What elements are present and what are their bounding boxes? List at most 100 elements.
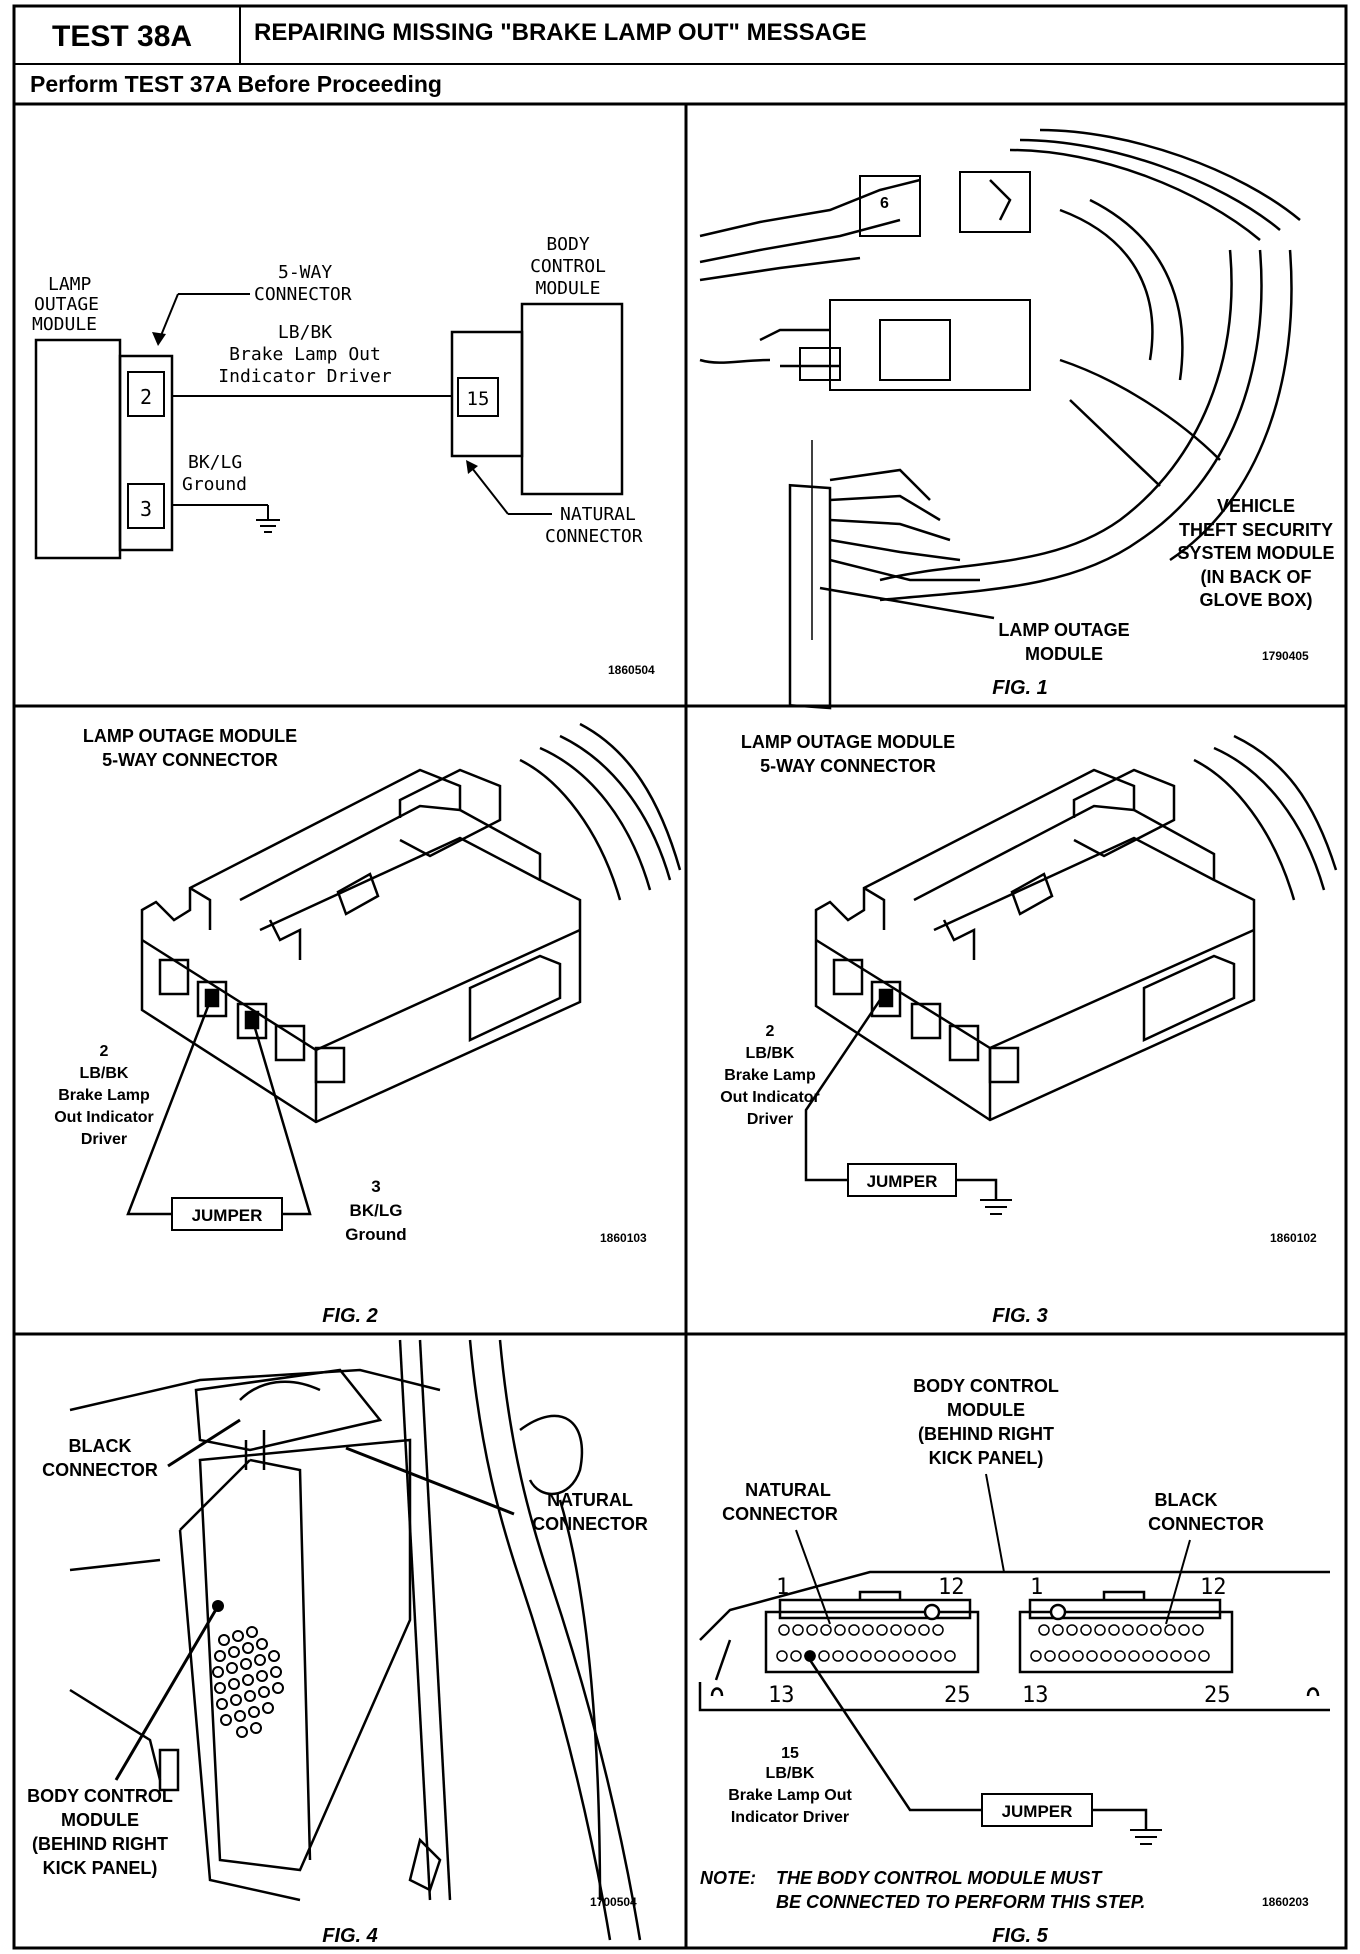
bcm-schematic-label: BODY CONTROL MODULE: [530, 234, 606, 299]
svg-text:LAMP OUTAGE MODULE: LAMP OUTAGE MODULE: [83, 726, 297, 746]
fig2-jumper-label: JUMPER: [192, 1206, 263, 1225]
fig2-title: LAMP OUTAGE MODULE 5-WAY CONNECTOR: [83, 726, 297, 770]
svg-text:13: 13: [1022, 1683, 1049, 1708]
svg-text:5-WAY CONNECTOR: 5-WAY CONNECTOR: [102, 750, 278, 770]
fig4-caption: FIG. 4: [322, 1925, 378, 1947]
fig4-bcm-label: BODY CONTROL MODULE (BEHIND RIGHT KICK P…: [27, 1786, 173, 1878]
svg-text:2: 2: [100, 1043, 109, 1060]
svg-text:Driver: Driver: [747, 1111, 793, 1128]
svg-text:25: 25: [944, 1683, 971, 1708]
fig2-ref: 1860103: [600, 1231, 647, 1245]
svg-text:BODY CONTROL: BODY CONTROL: [27, 1786, 173, 1806]
svg-text:THEFT SECURITY: THEFT SECURITY: [1179, 520, 1333, 540]
svg-text:Brake Lamp: Brake Lamp: [58, 1087, 150, 1104]
svg-text:5-WAY CONNECTOR: 5-WAY CONNECTOR: [760, 756, 936, 776]
svg-text:MODULE: MODULE: [535, 278, 600, 299]
svg-text:CONTROL: CONTROL: [530, 256, 606, 277]
fig2-connector-illustration: [140, 722, 682, 1124]
fig1-caption: FIG. 1: [992, 677, 1048, 699]
fig2-jumper-wires: [126, 995, 312, 1216]
fig5-natural-connector-face: [764, 1590, 980, 1674]
fig2-pin3-label: 3 BK/LG Ground: [345, 1177, 406, 1244]
svg-text:NATURAL: NATURAL: [745, 1480, 831, 1500]
fig5-pin15-label: 15 LB/BK Brake Lamp Out Indicator Driver: [728, 1745, 852, 1826]
fig3-connector-illustration: [814, 734, 1338, 1122]
fig5-natural-pins: [776, 1624, 956, 1662]
fig5-panel: BODY CONTROL MODULE (BEHIND RIGHT KICK P…: [698, 1376, 1330, 1947]
svg-text:Brake Lamp: Brake Lamp: [724, 1067, 816, 1084]
svg-text:MODULE: MODULE: [32, 314, 97, 335]
svg-text:LB/BK: LB/BK: [746, 1045, 795, 1062]
svg-text:CONNECTOR: CONNECTOR: [722, 1504, 838, 1524]
svg-text:CONNECTOR: CONNECTOR: [42, 1460, 158, 1480]
fig3-title: LAMP OUTAGE MODULE 5-WAY CONNECTOR: [741, 732, 955, 776]
svg-text:25: 25: [1204, 1683, 1231, 1708]
svg-text:GLOVE BOX): GLOVE BOX): [1199, 590, 1312, 610]
fig4-panel: BLACK CONNECTOR NATURAL CONNECTOR BODY C…: [27, 1339, 648, 1947]
svg-text:LB/BK: LB/BK: [278, 322, 332, 343]
bklg-wire-label: BK/LG Ground: [182, 452, 247, 495]
svg-text:CONNECTOR: CONNECTOR: [545, 526, 643, 547]
svg-text:LAMP OUTAGE: LAMP OUTAGE: [998, 620, 1129, 640]
svg-text:3: 3: [371, 1177, 380, 1196]
fig5-note-line1: THE BODY CONTROL MODULE MUST: [776, 1868, 1103, 1888]
svg-text:MODULE: MODULE: [61, 1810, 139, 1830]
fig1-ref: 1790405: [1262, 649, 1309, 663]
lbbk-wire-label: LB/BK Brake Lamp Out Indicator Driver: [218, 322, 392, 387]
fig5-ref: 1860203: [1262, 1895, 1309, 1909]
fig3-jumper-label: JUMPER: [867, 1172, 938, 1191]
five-way-connector-box: [118, 354, 174, 552]
svg-text:Brake Lamp Out: Brake Lamp Out: [728, 1787, 852, 1804]
svg-text:KICK PANEL): KICK PANEL): [929, 1448, 1044, 1468]
fig1-illustration: 6: [699, 128, 1301, 710]
fig3-panel: LAMP OUTAGE MODULE 5-WAY CONNECTOR: [720, 732, 1338, 1327]
svg-text:Indicator Driver: Indicator Driver: [218, 366, 392, 387]
lom-leader: [819, 586, 995, 620]
pin-3-label: 3: [140, 497, 152, 521]
svg-text:Indicator Driver: Indicator Driver: [731, 1809, 849, 1826]
svg-text:CONNECTOR: CONNECTOR: [532, 1514, 648, 1534]
svg-text:Ground: Ground: [182, 474, 247, 495]
pin-2-label: 2: [140, 385, 152, 409]
svg-text:BK/LG: BK/LG: [350, 1201, 403, 1220]
test-id: TEST 38A: [52, 20, 192, 53]
fig3-ground-symbol: [980, 1199, 1012, 1215]
svg-text:Ground: Ground: [345, 1225, 406, 1244]
fig5-black-connector-face: [1018, 1590, 1234, 1674]
svg-text:Brake Lamp Out: Brake Lamp Out: [229, 344, 381, 365]
svg-text:15: 15: [781, 1745, 799, 1762]
fig5-pin-numbers: 1 12 1 12 13 25 13 25: [768, 1575, 1231, 1708]
fig3-caption: FIG. 3: [992, 1305, 1048, 1327]
fig4-bcm-leader: [114, 1605, 220, 1781]
natural-connector-label: NATURAL CONNECTOR: [545, 504, 643, 547]
svg-text:BLACK: BLACK: [1155, 1490, 1218, 1510]
schematic-ref: 1860504: [608, 663, 655, 677]
fig5-bcm-label: BODY CONTROL MODULE (BEHIND RIGHT KICK P…: [913, 1376, 1059, 1468]
svg-text:CONNECTOR: CONNECTOR: [254, 284, 352, 305]
fig1-lom-label: LAMP OUTAGE MODULE: [998, 620, 1129, 664]
svg-text:BLACK: BLACK: [69, 1436, 132, 1456]
svg-text:(BEHIND RIGHT: (BEHIND RIGHT: [918, 1424, 1054, 1444]
ground-symbol: [256, 519, 280, 533]
svg-text:NATURAL: NATURAL: [560, 504, 636, 525]
fig4-black-leader: [167, 1418, 241, 1468]
svg-text:VEHICLE: VEHICLE: [1217, 496, 1295, 516]
fig3-ref: 1860102: [1270, 1231, 1317, 1245]
fig4-vent-holes: [212, 1626, 284, 1738]
svg-text:KICK PANEL): KICK PANEL): [43, 1858, 158, 1878]
pin-15-label: 15: [467, 388, 490, 410]
svg-text:OUTAGE: OUTAGE: [34, 294, 99, 315]
five-way-connector-label: 5-WAY CONNECTOR: [254, 262, 352, 305]
svg-text:12: 12: [938, 1575, 965, 1600]
fig5-black-pins: [1030, 1624, 1210, 1662]
fig1-panel: 6 VEHICLE: [699, 128, 1335, 710]
fig4-illustration: [69, 1339, 642, 1941]
fig2-pin2-label: 2 LB/BK Brake Lamp Out Indicator Driver: [54, 1043, 154, 1148]
lom-schematic-label: LAMP OUTAGE MODULE: [32, 274, 99, 335]
vtss-leader: [1069, 399, 1161, 487]
svg-text:1: 1: [1030, 1575, 1043, 1600]
page-frame: [12, 4, 1348, 1950]
svg-text:Out Indicator: Out Indicator: [720, 1089, 820, 1106]
